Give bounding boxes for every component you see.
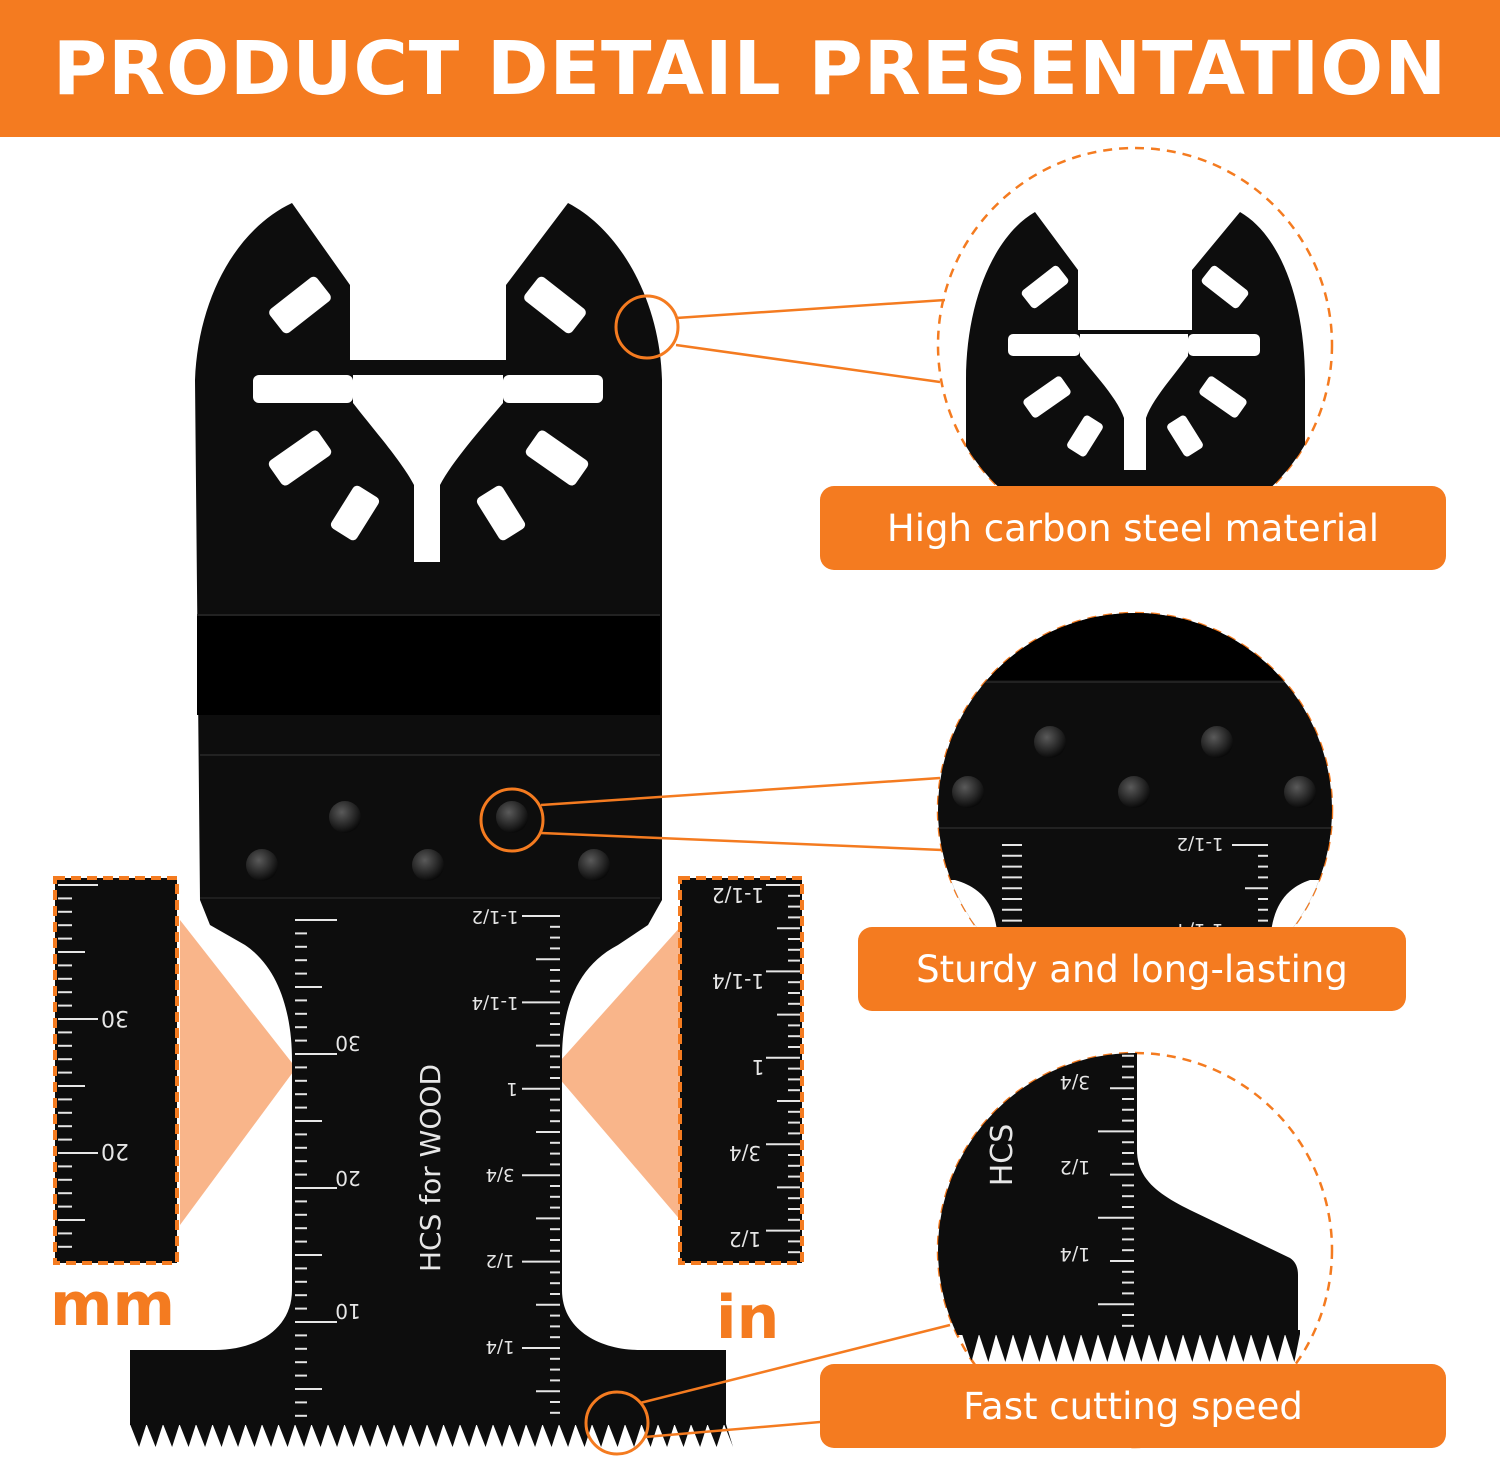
callout-ring-mount	[614, 294, 680, 360]
blade-mm-label-10: 10	[335, 1299, 360, 1323]
inch-zoom-box: 1/2 3/4 1 1-1/4 1-1/2	[678, 876, 804, 1265]
blade-inch-label-3-4: 3/4	[486, 1164, 515, 1185]
blade-mm-label-30: 30	[335, 1031, 360, 1055]
mm-zoom-box: 20 30	[53, 876, 179, 1265]
detail-bottom-label-3-4: 3/4	[1060, 1071, 1091, 1093]
saw-blade: 10 20 30 1/4 1/2 3/4 1 1-1/4 1-1/2 HCS f…	[130, 203, 734, 1447]
detail-mid-label-1-1-2: 1-1/2	[1177, 833, 1224, 854]
detail-bottom-engraving: HCS	[985, 1124, 1020, 1187]
inch-connector	[552, 925, 682, 1222]
feature-label-cutting: Fast cutting speed	[820, 1364, 1446, 1448]
detail-circle-mount	[936, 146, 1334, 544]
banner-title: PRODUCT DETAIL PRESENTATION	[52, 25, 1448, 112]
zoom-mm-label-20: 20	[101, 1138, 129, 1163]
blade-inch-ruler	[522, 915, 560, 1414]
zoom-inch-label-1: 1	[752, 1055, 765, 1079]
detail-bottom-label-1-4: 1/4	[1060, 1243, 1091, 1265]
blade-inch-label-1-1-4: 1-1/4	[472, 992, 519, 1013]
blade-inch-label-1-2: 1/2	[486, 1250, 515, 1271]
zoom-inch-label-1-1-4: 1-1/4	[712, 969, 764, 993]
callout-ring-teeth	[584, 1390, 650, 1456]
feature-label-steel: High carbon steel material	[820, 486, 1446, 570]
blade-engraving: HCS for WOOD	[414, 1064, 447, 1272]
feature-text-cutting: Fast cutting speed	[963, 1384, 1303, 1428]
title-banner: PRODUCT DETAIL PRESENTATION	[0, 0, 1500, 137]
feature-text-steel: High carbon steel material	[886, 506, 1380, 550]
mm-connector	[180, 920, 296, 1225]
zoom-inch-label-1-1-2: 1-1/2	[712, 883, 764, 907]
blade-inch-label-1-4: 1/4	[486, 1336, 515, 1357]
blade-inch-label-1-1-2: 1-1/2	[472, 906, 519, 927]
leader-lines	[540, 298, 961, 1439]
callout-ring-rivet	[479, 787, 545, 853]
unit-label-in: in	[716, 1283, 780, 1353]
mount-cutout	[253, 276, 603, 562]
blade-rivets	[246, 801, 610, 881]
zoom-inch-label-3-4: 3/4	[729, 1141, 761, 1165]
blade-mm-label-20: 20	[335, 1166, 360, 1190]
zoom-mm-label-30: 30	[101, 1005, 129, 1030]
detail-circle-teeth: 3/4 1/2 1/4 HCS	[936, 1051, 1334, 1449]
blade-inch-label-1: 1	[506, 1078, 517, 1099]
feature-label-durable: Sturdy and long-lasting	[858, 927, 1406, 1011]
blade-mm-ruler	[295, 919, 337, 1417]
unit-label-mm: mm	[50, 1270, 176, 1340]
feature-text-durable: Sturdy and long-lasting	[916, 947, 1348, 991]
zoom-inch-label-1-2: 1/2	[729, 1227, 761, 1251]
detail-bottom-label-1-2: 1/2	[1060, 1156, 1091, 1178]
